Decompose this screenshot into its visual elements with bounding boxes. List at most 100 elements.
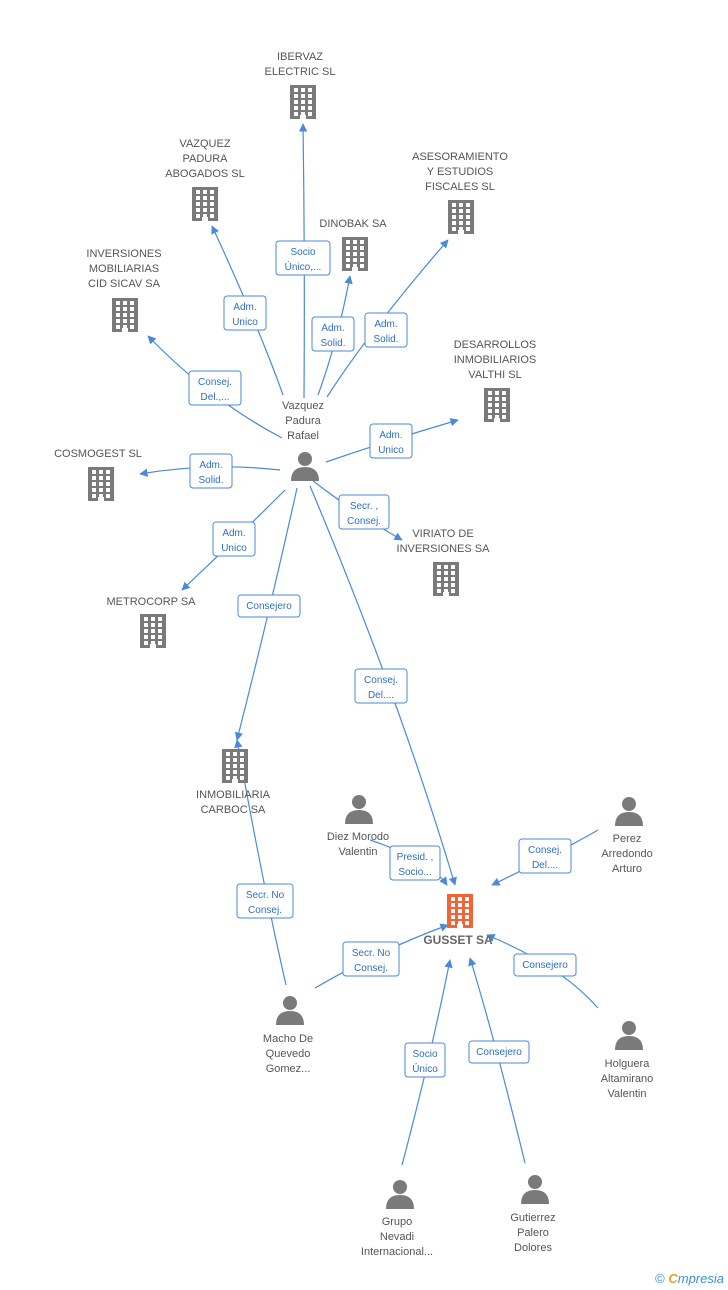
relation-label[interactable]: Consej.Del.,... bbox=[188, 370, 242, 406]
building-icon bbox=[484, 388, 510, 422]
node-label: Perez bbox=[613, 833, 642, 845]
relation-label[interactable]: Secr. ,Consej. bbox=[338, 494, 390, 530]
person-icon bbox=[521, 1175, 549, 1204]
relation-label-text: Solid. bbox=[320, 338, 345, 349]
relation-label[interactable]: Adm.Solid. bbox=[364, 312, 408, 348]
relation-label-text: Secr. No bbox=[352, 948, 391, 959]
node-label: Internacional... bbox=[361, 1246, 433, 1258]
relation-label[interactable]: Consejero bbox=[513, 953, 577, 977]
node-label: ASESORAMIENTO bbox=[412, 151, 508, 163]
node-macho[interactable]: Macho DeQuevedoGomez... bbox=[263, 996, 313, 1075]
relation-label[interactable]: Adm. Unico bbox=[212, 521, 256, 557]
person-icon bbox=[345, 795, 373, 824]
node-gusset[interactable]: GUSSET SA bbox=[423, 894, 493, 947]
relation-label-text: Adm. bbox=[199, 460, 222, 471]
relation-label[interactable]: Consej.Del.... bbox=[354, 668, 408, 704]
brand-name: mpresia bbox=[677, 1271, 724, 1286]
relation-label-box bbox=[354, 668, 408, 704]
person-icon bbox=[386, 1180, 414, 1209]
node-label: PADURA bbox=[182, 153, 228, 165]
node-label: METROCORP SA bbox=[106, 596, 196, 608]
relation-label-box bbox=[188, 370, 242, 406]
person-icon bbox=[615, 1021, 643, 1050]
node-label: Holguera bbox=[605, 1058, 651, 1070]
node-label: Arturo bbox=[612, 863, 642, 875]
relation-label-text: Secr. , bbox=[350, 501, 378, 512]
relation-label[interactable]: Presid. , Socio... bbox=[389, 845, 441, 881]
relation-label[interactable]: Consejero bbox=[468, 1040, 530, 1064]
building-icon bbox=[342, 237, 368, 271]
relation-label-text: Presid. , bbox=[397, 852, 434, 863]
node-label: Rafael bbox=[287, 430, 319, 442]
relation-label-text: Solid. bbox=[198, 475, 223, 486]
node-grupo-nevadi[interactable]: GrupoNevadiInternacional... bbox=[361, 1180, 433, 1258]
relation-label[interactable]: Secr. No Consej. bbox=[236, 883, 294, 919]
relation-label-text: Unico bbox=[221, 543, 247, 554]
relation-label-text: Del.... bbox=[368, 690, 394, 701]
person-icon bbox=[615, 797, 643, 826]
relation-label-box bbox=[237, 594, 301, 618]
relation-label-text: Secr. No bbox=[246, 890, 285, 901]
relation-label[interactable]: Consej. Del.... bbox=[518, 838, 572, 874]
relation-label-box bbox=[223, 295, 267, 331]
node-label: VIRIATO DE bbox=[412, 528, 473, 540]
building-icon bbox=[222, 749, 248, 783]
relation-label-box bbox=[212, 521, 256, 557]
relation-label[interactable]: Adm. Solid. bbox=[311, 316, 355, 352]
node-label: Vazquez bbox=[282, 400, 324, 412]
relation-label-box bbox=[338, 494, 390, 530]
relation-label-box bbox=[468, 1040, 530, 1064]
building-icon bbox=[447, 894, 473, 928]
relation-label[interactable]: Adm. Solid. bbox=[189, 453, 233, 489]
node-label: Grupo bbox=[382, 1216, 413, 1228]
relation-label-text: Consej. bbox=[248, 905, 282, 916]
node-label: Gomez... bbox=[266, 1063, 311, 1075]
brand-footer: © Cmpresia bbox=[655, 1271, 724, 1286]
node-label: ELECTRIC SL bbox=[265, 66, 336, 78]
relation-label[interactable]: Adm.Unico bbox=[369, 423, 413, 459]
relation-label-text: Adm. bbox=[321, 323, 344, 334]
node-dinobak[interactable]: DINOBAK SA bbox=[319, 218, 387, 271]
node-label: Dolores bbox=[514, 1242, 552, 1254]
node-label: DESARROLLOS bbox=[454, 339, 537, 351]
relation-label-box bbox=[275, 240, 331, 276]
relation-label[interactable]: SocioÚnico,... bbox=[275, 240, 331, 276]
node-label: CID SICAV SA bbox=[88, 278, 161, 290]
node-cosmogest[interactable]: COSMOGEST SL bbox=[54, 448, 142, 501]
relation-label-text: Del.,... bbox=[201, 392, 230, 403]
node-metrocorp[interactable]: METROCORP SA bbox=[106, 596, 196, 648]
copyright-symbol: © bbox=[655, 1271, 665, 1286]
relation-label-text: Adm. bbox=[222, 528, 245, 539]
building-icon bbox=[433, 562, 459, 596]
relation-label-text: Consej. bbox=[528, 845, 562, 856]
relation-label[interactable]: Consejero bbox=[237, 594, 301, 618]
node-label: COSMOGEST SL bbox=[54, 448, 142, 460]
relation-label[interactable]: Adm.Unico bbox=[223, 295, 267, 331]
node-label: Diez Morodo bbox=[327, 831, 389, 843]
node-label: VALTHI SL bbox=[468, 369, 521, 381]
relation-label-text: Socio... bbox=[398, 867, 431, 878]
relation-label-text: Adm. bbox=[379, 430, 402, 441]
building-icon bbox=[192, 187, 218, 221]
relation-label-box bbox=[513, 953, 577, 977]
relation-label-box bbox=[311, 316, 355, 352]
node-label: Macho De bbox=[263, 1033, 313, 1045]
relation-label-text: Del.... bbox=[532, 860, 558, 871]
relation-label-text: Consejero bbox=[476, 1047, 522, 1058]
node-label: Palero bbox=[517, 1227, 549, 1239]
